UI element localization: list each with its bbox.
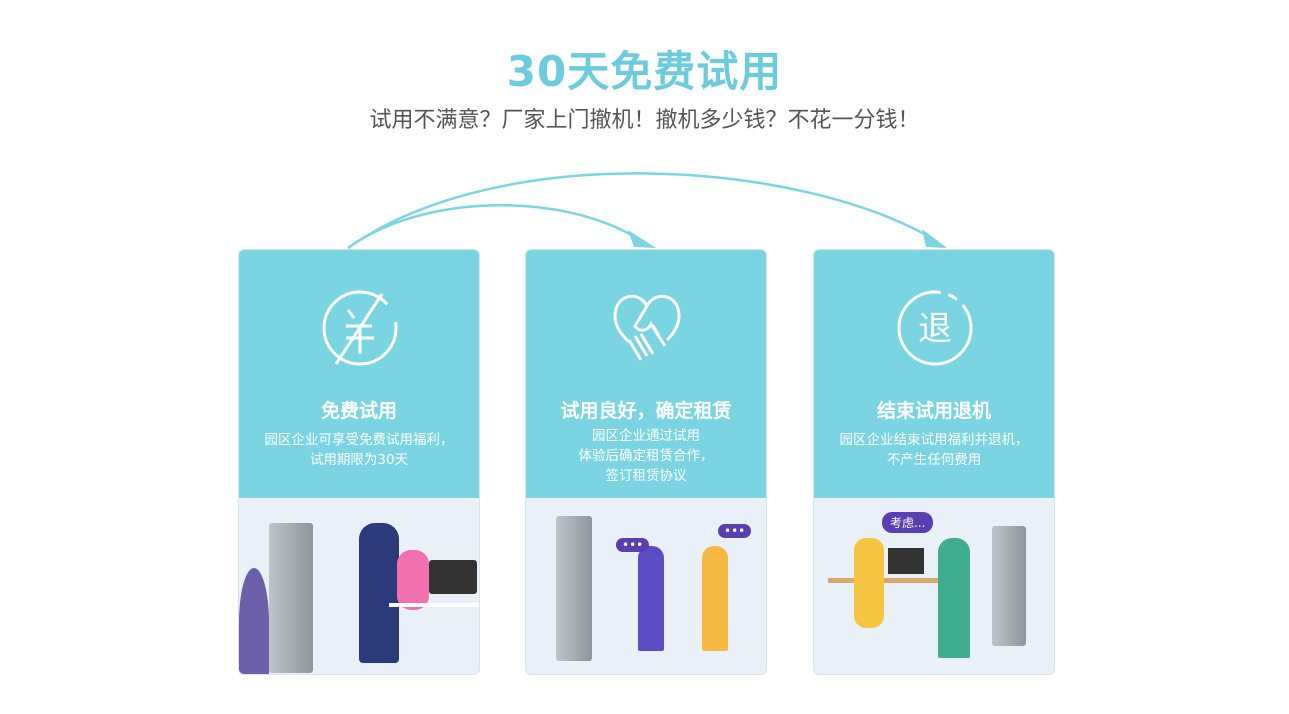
arrow-to-card-2 [347,204,641,250]
thinking-bubble: 考虑... [882,512,934,533]
handshake-heart-icon [613,294,681,361]
page-subtitle: 试用不满意？厂家上门撤机！撤机多少钱？不花一分钱！ [369,108,920,133]
card-confirm-lease: 试用良好，确定租赁 园区企业通过试用体验后确定租赁合作，签订租赁协议 ••• •… [525,249,767,675]
card-title: 免费试用 [320,400,397,422]
arrow-to-card-3 [347,172,936,250]
card-description: 园区企业结束试用福利并退机，不产生任何费用 [839,432,1029,468]
card-free-trial: 免费试用 园区企业可享受免费试用福利，试用期限为30天 [238,249,480,675]
discussion-illustration: 考虑... [814,498,1054,674]
card-title: 结束试用退机 [876,400,991,422]
card-description: 园区企业可享受免费试用福利，试用期限为30天 [264,432,454,468]
card-description: 园区企业通过试用体验后确定租赁合作，签订租赁协议 [578,428,714,484]
arrowhead-3 [922,229,947,248]
office-illustration [239,498,479,674]
no-yuan-icon [322,290,398,366]
card-title: 试用良好，确定租赁 [560,400,732,422]
chat-bubble-icon: ••• [616,538,650,552]
flow-arrows [347,172,947,250]
return-icon: 退 [897,290,973,366]
handshake-illustration: ••• ••• [526,498,766,674]
card-return: 退 结束试用退机 园区企业结束试用福利并退机，不产生任何费用 考虑... [813,249,1055,675]
chat-bubble-icon: ••• [718,524,752,538]
svg-text:退: 退 [918,309,952,349]
arrowhead-2 [628,230,656,248]
page-title: 30天免费试用 [506,47,783,96]
